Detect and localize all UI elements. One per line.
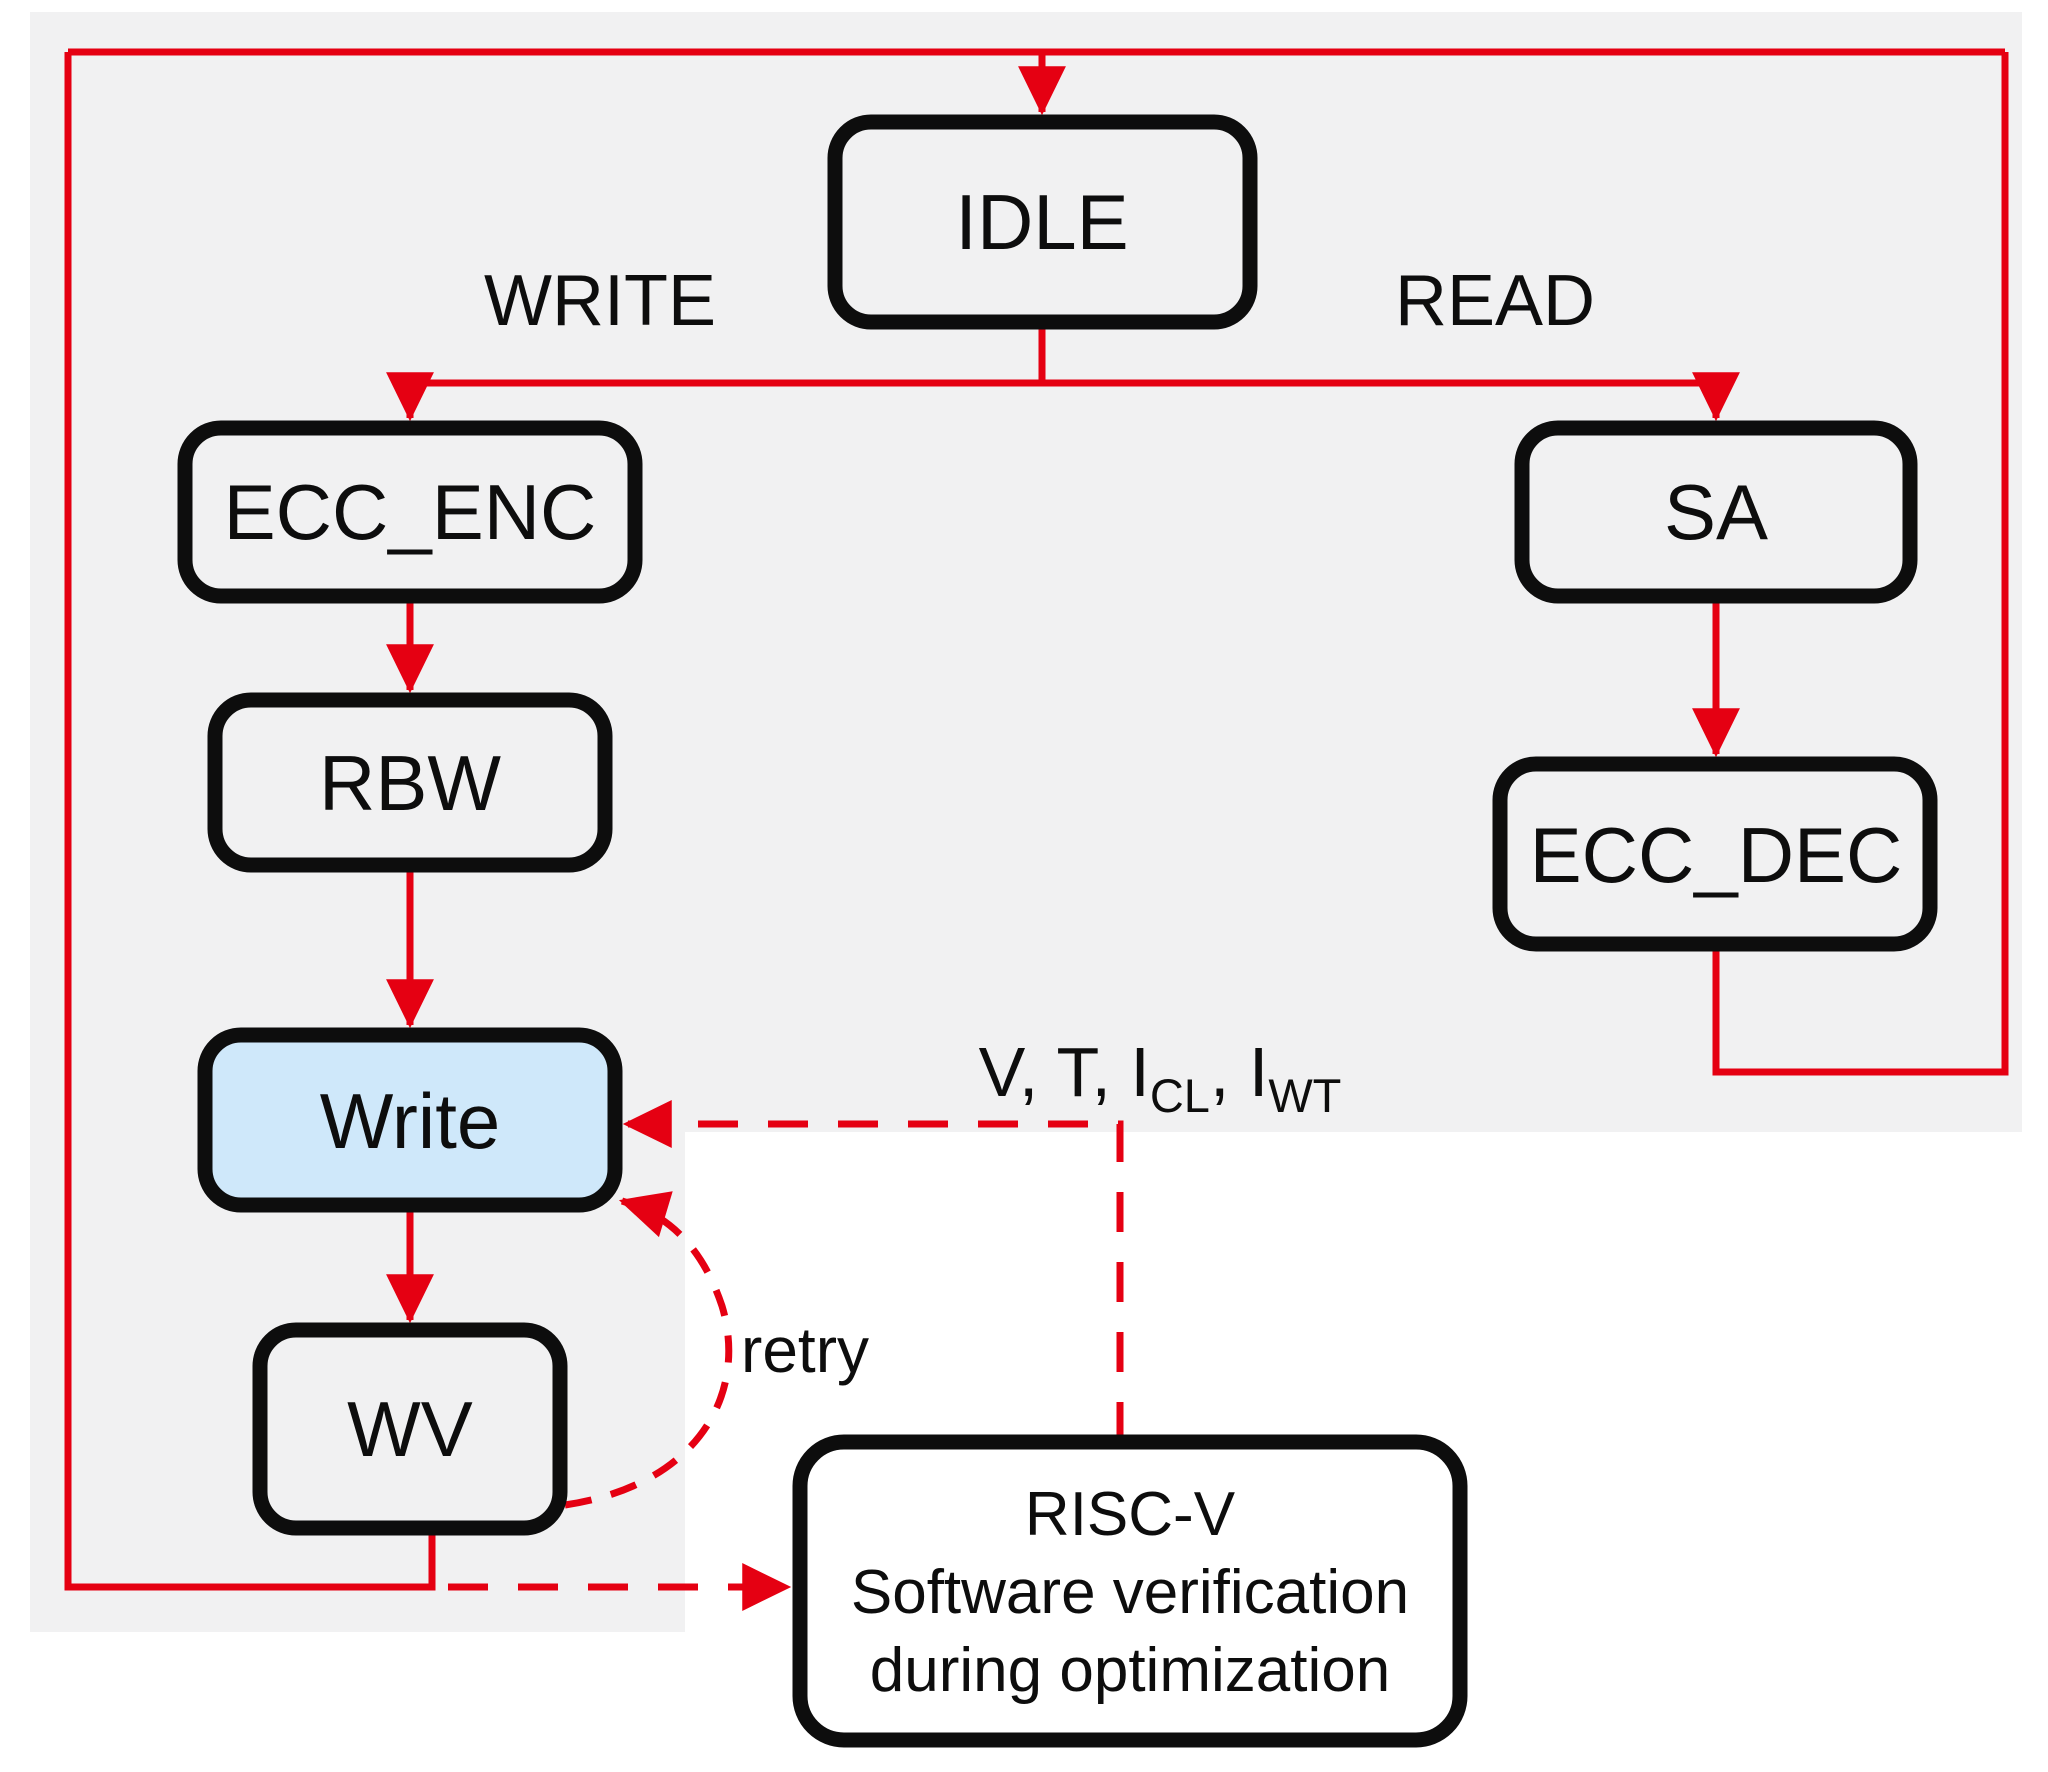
riscv-box-line2: Software verification bbox=[851, 1558, 1409, 1627]
state-eccenc-box bbox=[177, 420, 643, 604]
edge-wv-return-loop bbox=[64, 52, 436, 1591]
edge-retry-dashed-arrow bbox=[564, 1191, 733, 1509]
state-idle-label: IDLE bbox=[955, 178, 1128, 266]
edge-eccdec-return-loop bbox=[1712, 52, 2009, 1076]
state-idle-box bbox=[827, 114, 1258, 330]
state-rbw-box bbox=[207, 692, 613, 873]
riscv-verification-box bbox=[792, 1434, 1468, 1748]
state-eccdec-label: ECC_DEC bbox=[1530, 811, 1903, 899]
state-wv-box bbox=[252, 1322, 568, 1536]
state-sa-label: SA bbox=[1664, 468, 1768, 556]
signals-label-main: V, T, I bbox=[979, 1033, 1150, 1111]
riscv-box-line1: RISC-V bbox=[1025, 1480, 1236, 1549]
write-branch-label: WRITE bbox=[484, 261, 716, 341]
signals-label-sub-cl: CL bbox=[1150, 1069, 1210, 1122]
state-sa-box bbox=[1514, 420, 1918, 604]
edge-riscv-signals-to-write-dashed-arrow bbox=[622, 1100, 1124, 1442]
state-rbw-label: RBW bbox=[319, 739, 501, 827]
state-eccdec-box bbox=[1492, 756, 1938, 952]
signals-label-mid: , I bbox=[1210, 1033, 1268, 1111]
signals-label-sub-wt: WT bbox=[1268, 1069, 1341, 1122]
read-branch-label: READ bbox=[1395, 261, 1595, 341]
retry-label: retry bbox=[741, 1314, 869, 1386]
signals-label: V, T, ICL, IWT bbox=[979, 1033, 1342, 1122]
state-eccenc-label: ECC_ENC bbox=[224, 468, 597, 556]
riscv-box-line3: during optimization bbox=[870, 1636, 1390, 1705]
state-wv-label: WV bbox=[347, 1385, 473, 1473]
state-write-box bbox=[197, 1027, 623, 1213]
edge-branch-to-sa-arrow bbox=[1042, 372, 1740, 422]
state-write-label: Write bbox=[320, 1077, 501, 1165]
edge-branch-to-eccenc-arrow bbox=[386, 372, 1042, 422]
